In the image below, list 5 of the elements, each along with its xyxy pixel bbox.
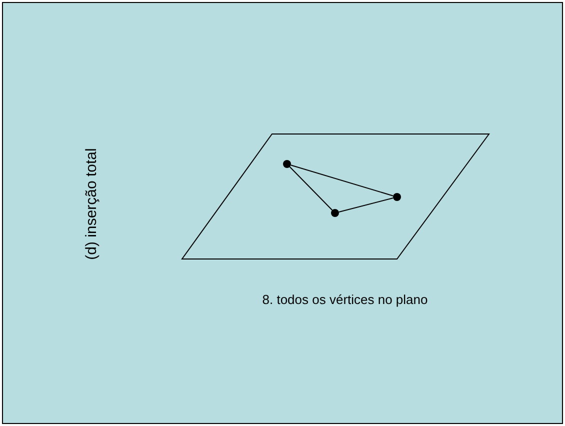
vertical-heading: (d) inserção total — [83, 148, 100, 260]
triangle-side — [338, 198, 394, 212]
triangle-side — [289, 166, 333, 211]
triangle-side — [290, 164, 394, 196]
caption-text: 8. todos os vértices no plano — [262, 292, 428, 307]
